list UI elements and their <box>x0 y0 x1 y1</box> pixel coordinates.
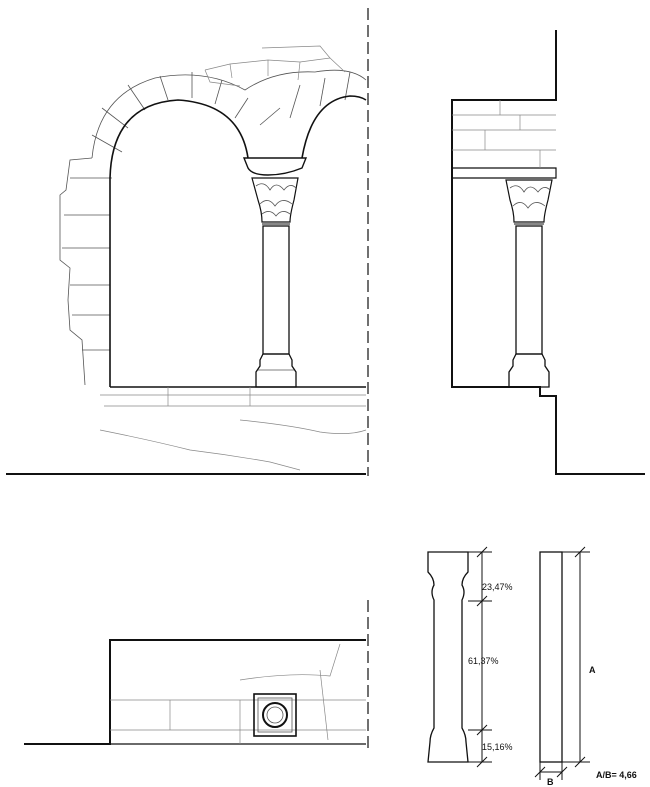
section-lintel <box>452 167 557 179</box>
lower-wall-elevation <box>24 600 369 750</box>
lower-wall-outline <box>24 639 366 745</box>
arcade-section <box>451 30 645 475</box>
proportion-column-profile <box>427 551 469 763</box>
outer-arch-ring <box>91 69 367 159</box>
ratio-label: A/B= 4,66 <box>596 770 637 780</box>
section-column-shaft <box>515 225 543 355</box>
ratio-rectangle <box>539 551 563 763</box>
capital-leaves <box>255 183 297 217</box>
front-column-shaft <box>262 225 290 355</box>
left-arch-opening <box>109 99 249 387</box>
lintel-stones <box>452 100 556 168</box>
width-label: B <box>547 777 554 787</box>
section-capital-leaves <box>509 185 551 209</box>
proportion-ticks <box>468 546 492 768</box>
front-column-capital <box>251 177 299 223</box>
column-plan-detail <box>253 693 297 737</box>
left-jamb-stones <box>59 157 112 386</box>
lower-wall-stones <box>110 643 366 744</box>
column-proportion-diagram: 23,47% 61,37% 15,16% A B A/B= 4,66 <box>427 546 637 787</box>
voussoir-joints <box>91 71 351 153</box>
sill-courses <box>99 387 367 471</box>
arcade-front-elevation <box>6 8 369 476</box>
height-dim-ticks <box>562 546 590 768</box>
front-column-abacus <box>242 157 308 176</box>
front-column <box>242 157 308 388</box>
section-outline <box>451 30 645 475</box>
height-label: A <box>589 665 596 675</box>
right-arch-opening <box>301 95 367 159</box>
shaft-percentage: 61,37% <box>468 656 499 666</box>
section-column-capital <box>505 179 553 223</box>
width-dim-ticks <box>534 762 568 780</box>
wall-stones-top <box>204 45 346 87</box>
front-column-base <box>255 353 297 388</box>
capital-percentage: 23,47% <box>482 582 513 592</box>
base-percentage: 15,16% <box>482 742 513 752</box>
section-column-base <box>508 353 550 388</box>
section-column <box>505 179 553 388</box>
